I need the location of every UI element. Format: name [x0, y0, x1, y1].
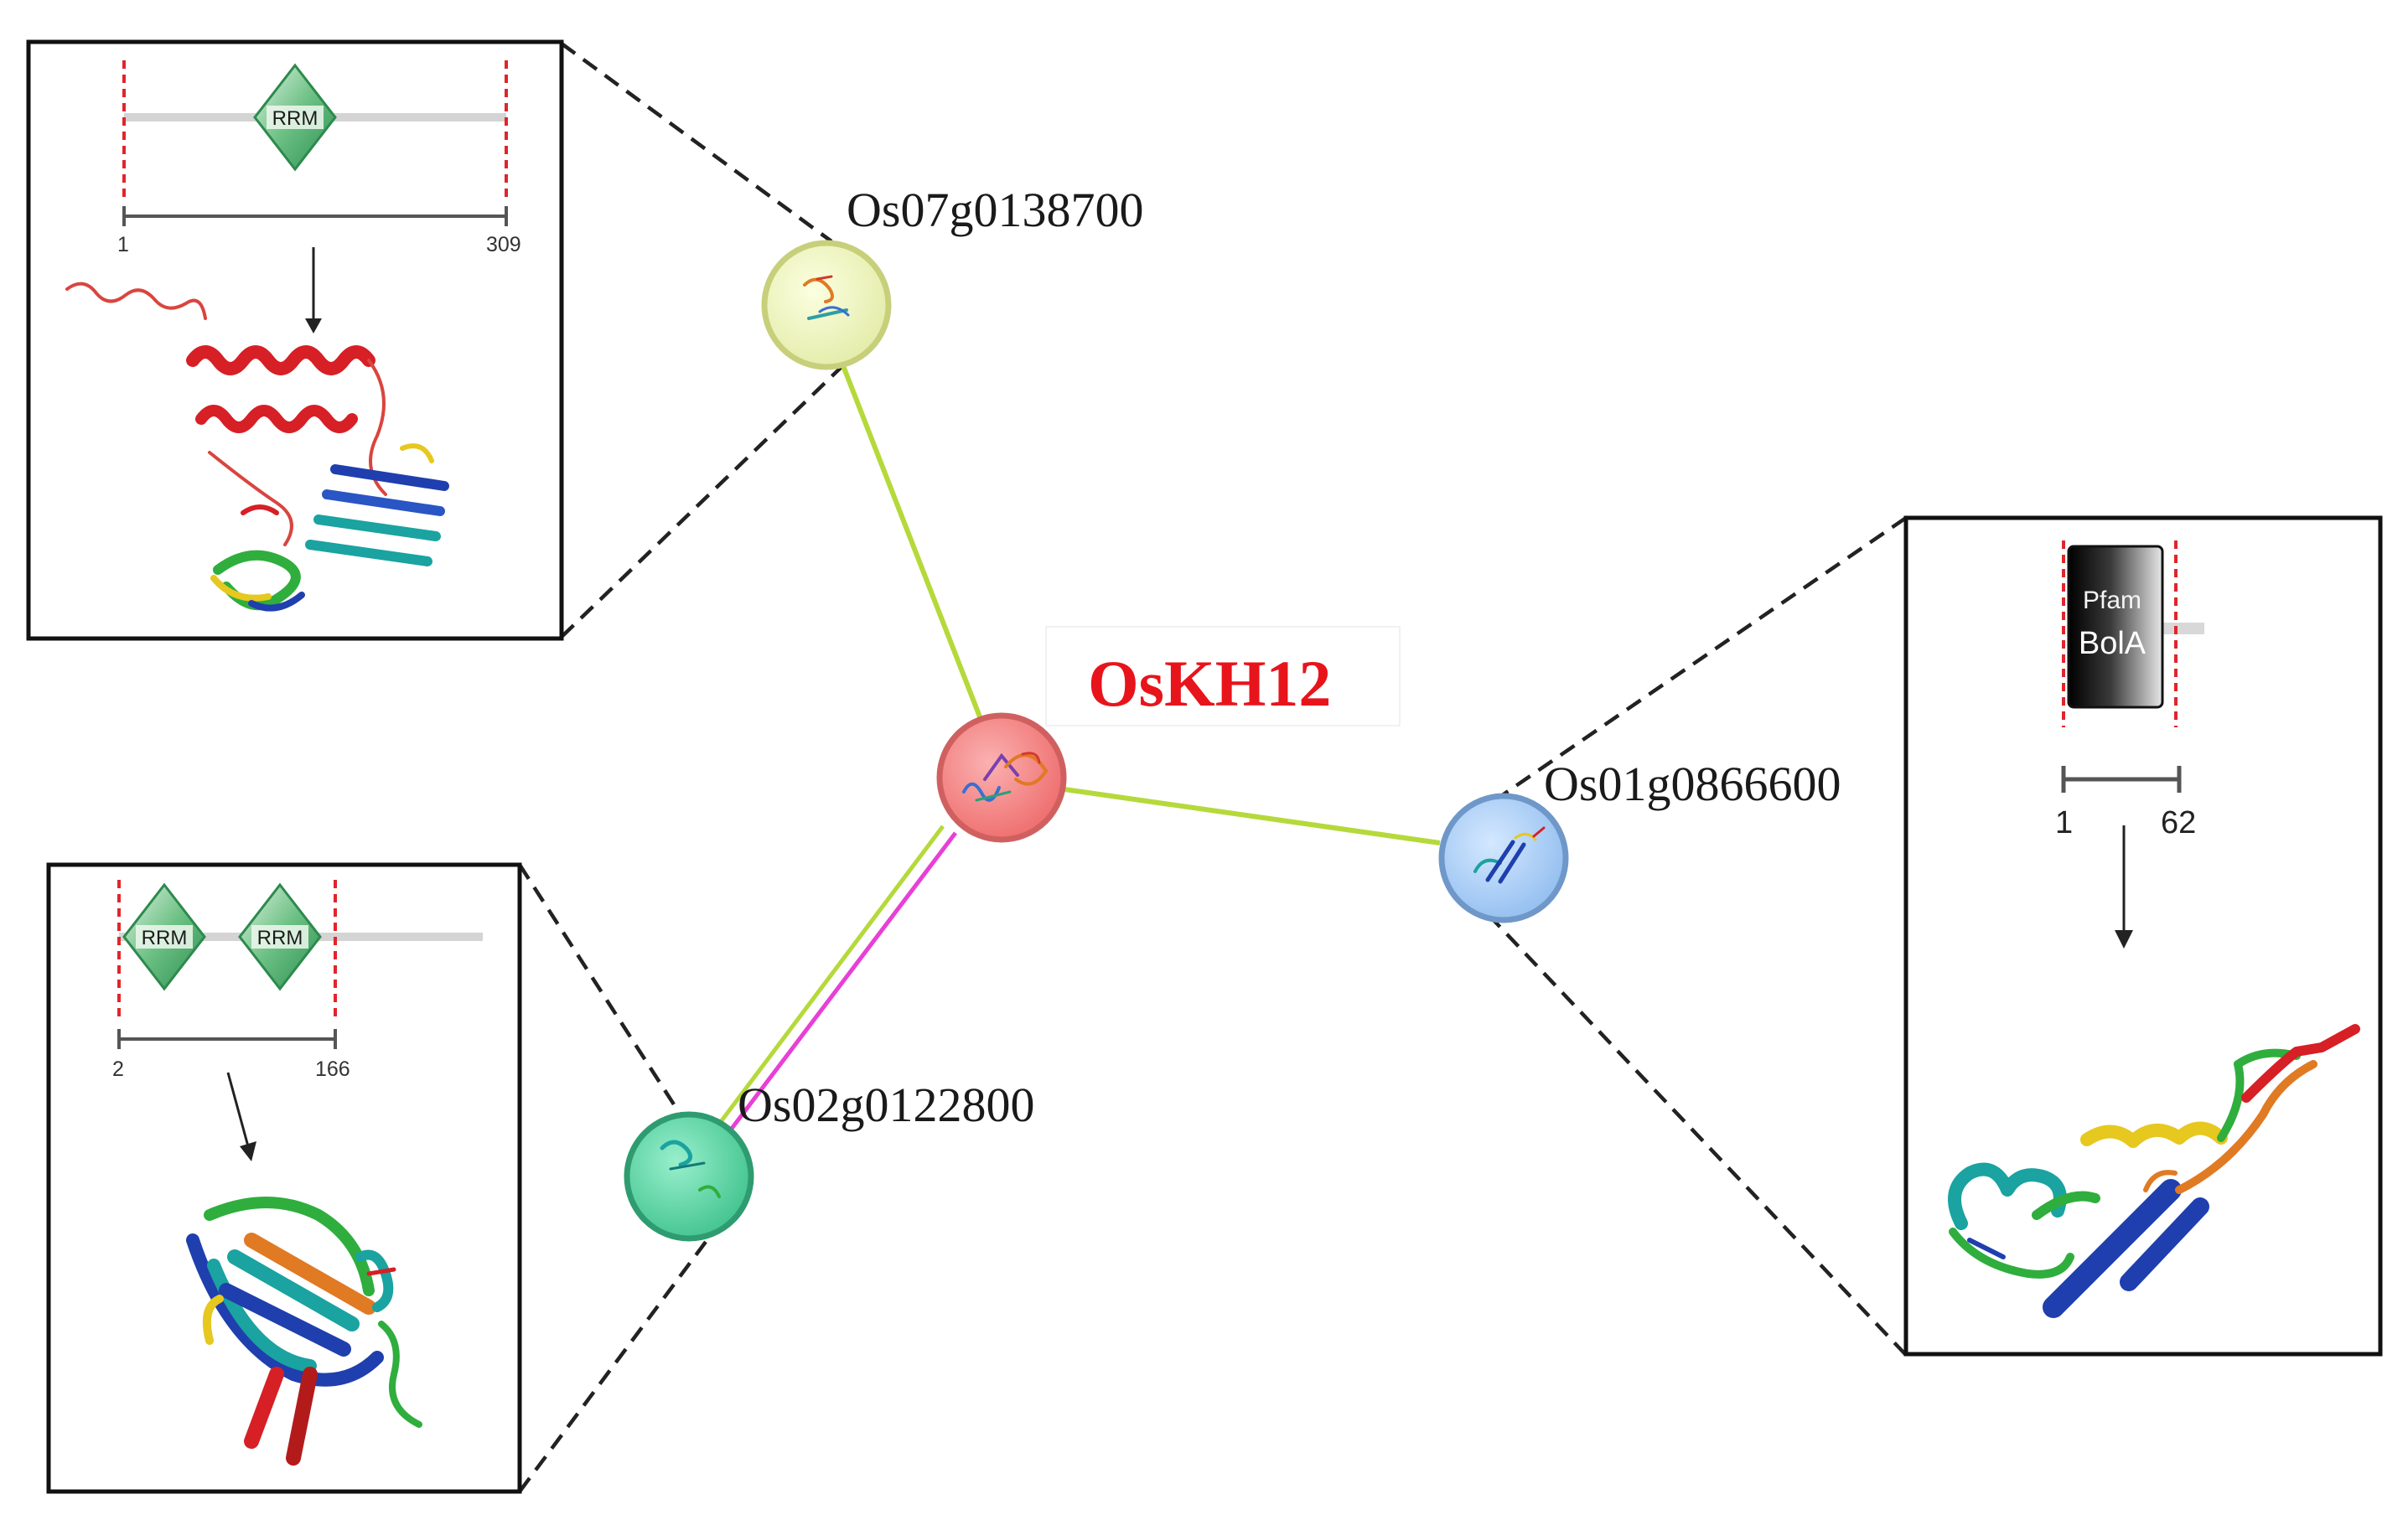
panel-os07g0138700-rrm-label: RRM [272, 107, 318, 130]
panel-os01g0866600-range-end: 62 [2161, 805, 2196, 840]
panel-os02g0122800-rrm-domain-1: RRM [122, 882, 206, 991]
connector-top-lower [560, 364, 845, 639]
panel-os02g0122800-rrm-label-2: RRM [257, 927, 303, 949]
connector-top-upper [560, 42, 833, 243]
panel-os02g0122800-protein-structure [186, 1197, 422, 1466]
panel-os07g0138700-arrow [305, 247, 322, 334]
panel-os02g0122800-arrow [226, 1072, 256, 1161]
panel-os01g0866600-pfam-domain: Pfam BolA [2067, 545, 2164, 709]
panel-os02g0122800-rrm-label-1: RRM [142, 927, 188, 949]
center-structure-icon [962, 752, 1049, 802]
center-node-circle[interactable] [936, 712, 1067, 843]
edge-center-bottom-magenta [724, 831, 957, 1138]
edge-center-bottom-green [713, 825, 945, 1131]
node-os01g0866600-structure-icon [1473, 826, 1546, 884]
connector-right-upper [1497, 516, 1908, 799]
edge-center-right [1064, 787, 1441, 845]
panel-os07g0138700: RRM 1 309 [26, 39, 564, 641]
connector-right-lower [1490, 917, 1908, 1357]
center-label-background [1045, 626, 1401, 726]
panel-os07g0138700-range-end: 309 [486, 233, 521, 256]
center-label: OsKH12 [1088, 647, 1331, 720]
node-os01g0866600[interactable]: Os01g0866600 [1438, 757, 1841, 923]
panel-os01g0866600-arrow [2115, 825, 2133, 949]
panel-os02g0122800-range-end: 166 [315, 1057, 350, 1081]
node-os01g0866600-label: Os01g0866600 [1544, 757, 1841, 811]
connector-bottom-upper [518, 863, 691, 1130]
node-os02g0122800-label: Os02g0122800 [738, 1078, 1034, 1132]
center-node[interactable]: OsKH12 [936, 626, 1401, 843]
panel-os01g0866600-protein-structure [1948, 1024, 2360, 1318]
connector-lines [518, 42, 1908, 1493]
node-os02g0122800-structure-icon [660, 1140, 721, 1198]
panel-os07g0138700-protein-structure [65, 282, 449, 612]
panel-os01g0866600-range-start: 1 [2055, 805, 2073, 840]
panel-os02g0122800-rrm-domain-2: RRM [238, 882, 322, 991]
node-os02g0122800[interactable]: Os02g0122800 [624, 1078, 1034, 1242]
panel-os01g0866600-pfam-tag: Pfam [2083, 587, 2141, 614]
connector-bottom-lower [518, 1240, 707, 1493]
node-os07g0138700-label: Os07g0138700 [847, 183, 1143, 237]
node-os07g0138700-circle[interactable] [761, 240, 892, 370]
panel-os07g0138700-rrm-domain: RRM [253, 63, 337, 172]
panel-os02g0122800: RRM RRM 2 166 [46, 862, 522, 1494]
node-os07g0138700[interactable]: Os07g0138700 [761, 183, 1143, 370]
panel-os07g0138700-range-start: 1 [117, 233, 129, 256]
node-os07g0138700-structure-icon [803, 275, 850, 320]
panel-os01g0866600: Pfam BolA 1 62 [1903, 515, 2383, 1357]
network-edges [713, 362, 1441, 1138]
edge-center-top [840, 362, 983, 721]
panel-os02g0122800-range-start: 2 [112, 1057, 124, 1081]
node-os02g0122800-circle[interactable] [624, 1111, 754, 1242]
panel-os01g0866600-pfam-name: BolA [2079, 626, 2146, 661]
